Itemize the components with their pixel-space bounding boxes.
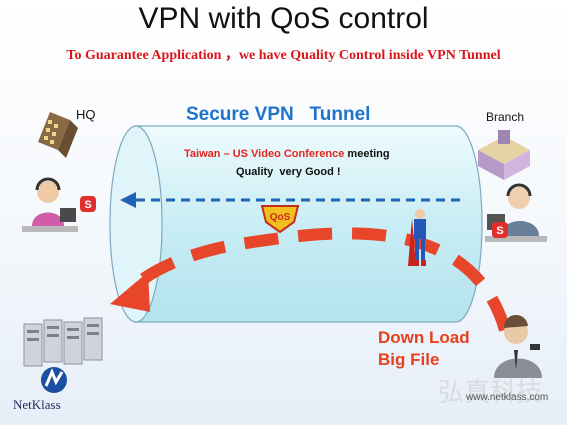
blue-dashed-arrow: [120, 192, 460, 208]
skype-icon-hq: S: [80, 196, 96, 212]
businessman-icon: [494, 314, 542, 378]
netklass-logo-icon: [41, 367, 67, 393]
quality-caption: Quality very Good !: [236, 166, 341, 178]
red-dashed-arrow: [110, 227, 511, 332]
superman-icon: [408, 209, 426, 266]
qos-shield-icon: QoS: [260, 205, 300, 234]
website-url: www.netklass.com: [466, 392, 549, 403]
building-icon-branch: [478, 130, 530, 180]
svg-text:QoS: QoS: [270, 212, 291, 223]
download-line-2: Big File: [378, 350, 440, 369]
skype-icon-branch: S: [492, 222, 508, 238]
download-label: Down Load Big File: [378, 327, 470, 371]
watermark: 弘真科技: [438, 378, 543, 408]
headset-agent-icon-branch: [485, 183, 547, 242]
conference-caption: Taiwan – US Video Conference meeting: [184, 148, 390, 160]
conference-tail: meeting: [347, 148, 390, 160]
svg-text:S: S: [84, 199, 91, 211]
branch-label: Branch: [486, 110, 525, 124]
page-title: VPN with QoS control: [138, 2, 429, 35]
tunnel-title: Secure VPN Tunnel: [186, 104, 371, 125]
svg-text:S: S: [496, 225, 503, 237]
download-line-1: Down Load: [378, 328, 470, 347]
conference-highlight: Taiwan – US Video Conference: [184, 148, 345, 160]
building-icon: [38, 112, 78, 158]
brand-name: NetKlass: [13, 397, 61, 412]
hq-label: HQ: [76, 107, 96, 122]
headset-agent-icon-hq: [22, 177, 78, 232]
server-rack-icon: [23, 317, 103, 367]
page-subtitle: To Guarantee Application ，we have Qualit…: [66, 48, 501, 63]
